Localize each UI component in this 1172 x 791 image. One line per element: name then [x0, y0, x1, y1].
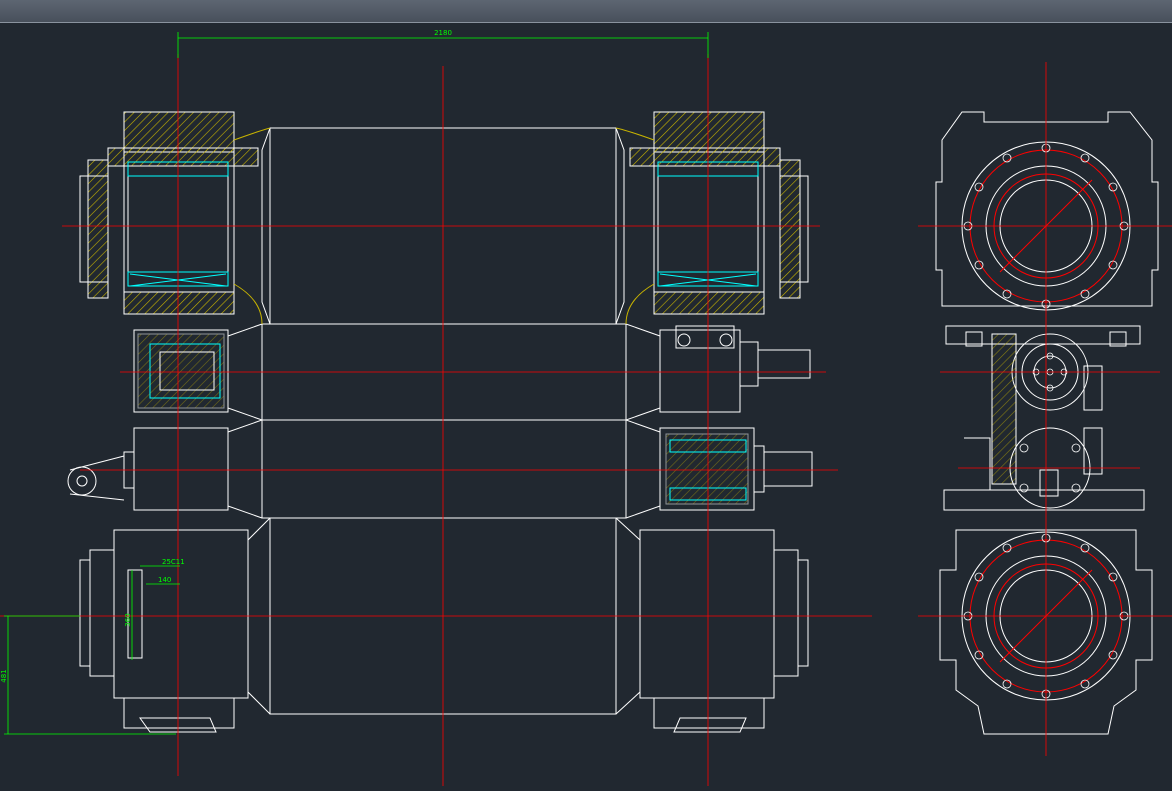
dim-roll-span: 2180: [434, 29, 452, 37]
middle-left-housing: [67, 427, 229, 511]
cad-drawing: 2180 25C11 140 360 481: [0, 29, 1172, 786]
bottom-right-chock: [639, 529, 809, 733]
side-centerlines: [918, 62, 1172, 756]
bottom-left-chock: [79, 529, 249, 733]
top-right-chock: [615, 111, 809, 325]
side-top-housing: [935, 111, 1159, 307]
middle-left-bearing: [133, 329, 229, 413]
middle-right-housing-upper: [659, 325, 811, 413]
side-bolt-holes: [963, 143, 1129, 699]
cad-drawing-canvas[interactable]: 2180 25C11 140 360 481: [0, 22, 1172, 786]
window-title-bar: [0, 0, 1172, 23]
dim-left-height: 481: [0, 669, 8, 682]
front-centerlines: [0, 54, 872, 786]
top-left-chock: [79, 111, 271, 325]
middle-roll-lower: [261, 419, 627, 519]
side-view: [935, 111, 1159, 735]
side-bottom-housing: [939, 529, 1153, 735]
dimensions: [4, 32, 709, 735]
dim-slot-length: 360: [124, 613, 132, 626]
front-view: [67, 111, 813, 733]
middle-right-bearing-lower: [659, 427, 813, 511]
dim-slot-depth: 140: [158, 576, 171, 584]
dim-slot-width: 25C11: [162, 558, 185, 566]
side-middle-assembly: [943, 325, 1145, 511]
